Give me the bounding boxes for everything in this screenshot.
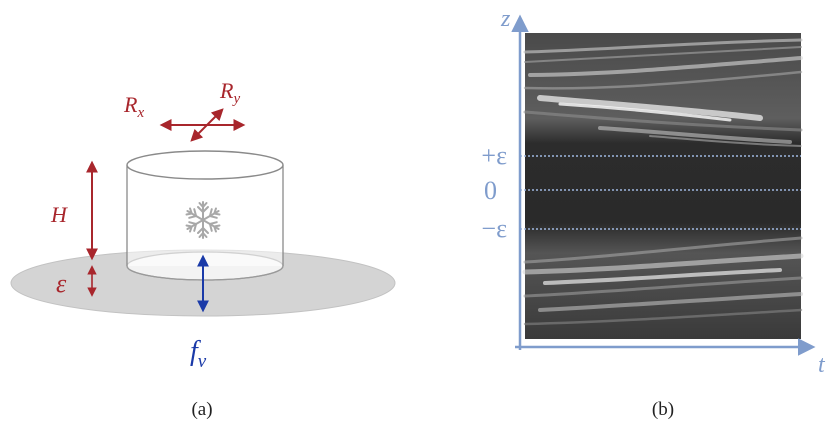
tick-minus-epsilon: −ε <box>481 214 507 243</box>
snowflake-icon <box>183 201 223 239</box>
cylinder <box>126 150 284 281</box>
z-axis-label: z <box>500 6 511 32</box>
ry-label: Ry <box>219 78 240 107</box>
t-axis-label: t <box>818 352 826 378</box>
height-label: H <box>50 202 68 227</box>
tick-plus-epsilon: +ε <box>481 141 507 170</box>
gap-label: ε <box>56 269 67 298</box>
panel-a: Rx Ry H ε fv (a) <box>10 78 396 420</box>
tick-zero: 0 <box>484 176 497 205</box>
ry-arrow <box>190 108 224 142</box>
panel-b: z t +ε 0 −ε (b) <box>481 6 826 420</box>
rx-label: Rx <box>123 92 144 121</box>
spatiotemporal-image <box>522 33 804 339</box>
frequency-label: fv <box>190 336 207 372</box>
caption-a: (a) <box>191 399 212 420</box>
caption-b: (b) <box>652 399 674 420</box>
